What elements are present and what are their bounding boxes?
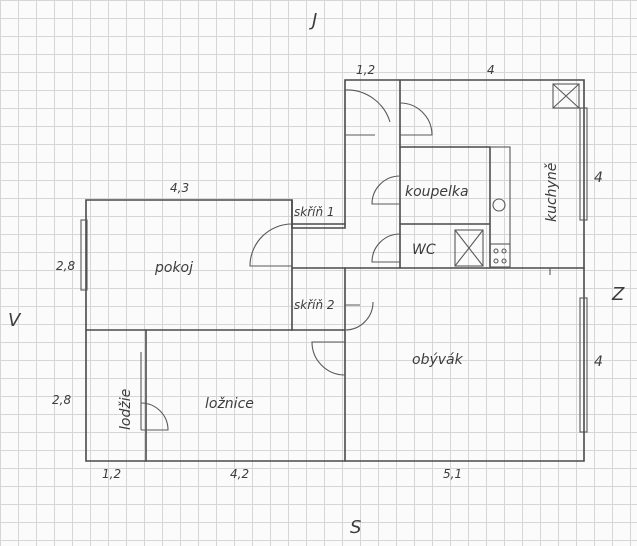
dim-loznice-height: 2,8	[52, 393, 71, 407]
dim-top-kitchen: 4	[487, 63, 495, 77]
room-label-kuchyne: kuchyně	[544, 163, 560, 222]
dim-bottom-loznice: 4,2	[230, 467, 249, 481]
dim-kuchyne-height: 4	[594, 170, 603, 186]
doors	[140, 89, 433, 431]
room-label-pokoj: pokoj	[154, 260, 193, 276]
shower-icon	[454, 229, 484, 267]
kitchen-counter	[489, 146, 511, 268]
dim-obyvak-height: 4	[594, 354, 603, 370]
dim-bottom-lodzie: 1,2	[102, 467, 121, 481]
compass-west: V	[8, 310, 22, 331]
room-label-wc: WC	[412, 242, 436, 258]
compass-south: S	[350, 517, 361, 538]
fixtures	[454, 83, 580, 275]
room-label-koupelna: koupelka	[405, 184, 469, 200]
room-label-loznice: ložnice	[205, 396, 254, 412]
room-label-obyvak: obývák	[412, 352, 464, 368]
windows	[80, 107, 588, 433]
dim-pokoj-width: 4,3	[170, 181, 189, 195]
stove-icon	[489, 243, 511, 269]
room-label-lodzie: lodžie	[118, 389, 134, 430]
dim-top-hall: 1,2	[356, 63, 375, 77]
room-label-skrin1: skříň 1	[294, 205, 335, 219]
chimney-icon	[552, 83, 580, 109]
dim-pokoj-height: 2,8	[56, 259, 75, 273]
compass-east: Z	[611, 284, 625, 305]
basin-icon	[492, 198, 506, 212]
compass-north: J	[309, 10, 317, 31]
room-label-skrin2: skříň 2	[294, 298, 335, 312]
dim-bottom-obyvak: 5,1	[443, 467, 462, 481]
